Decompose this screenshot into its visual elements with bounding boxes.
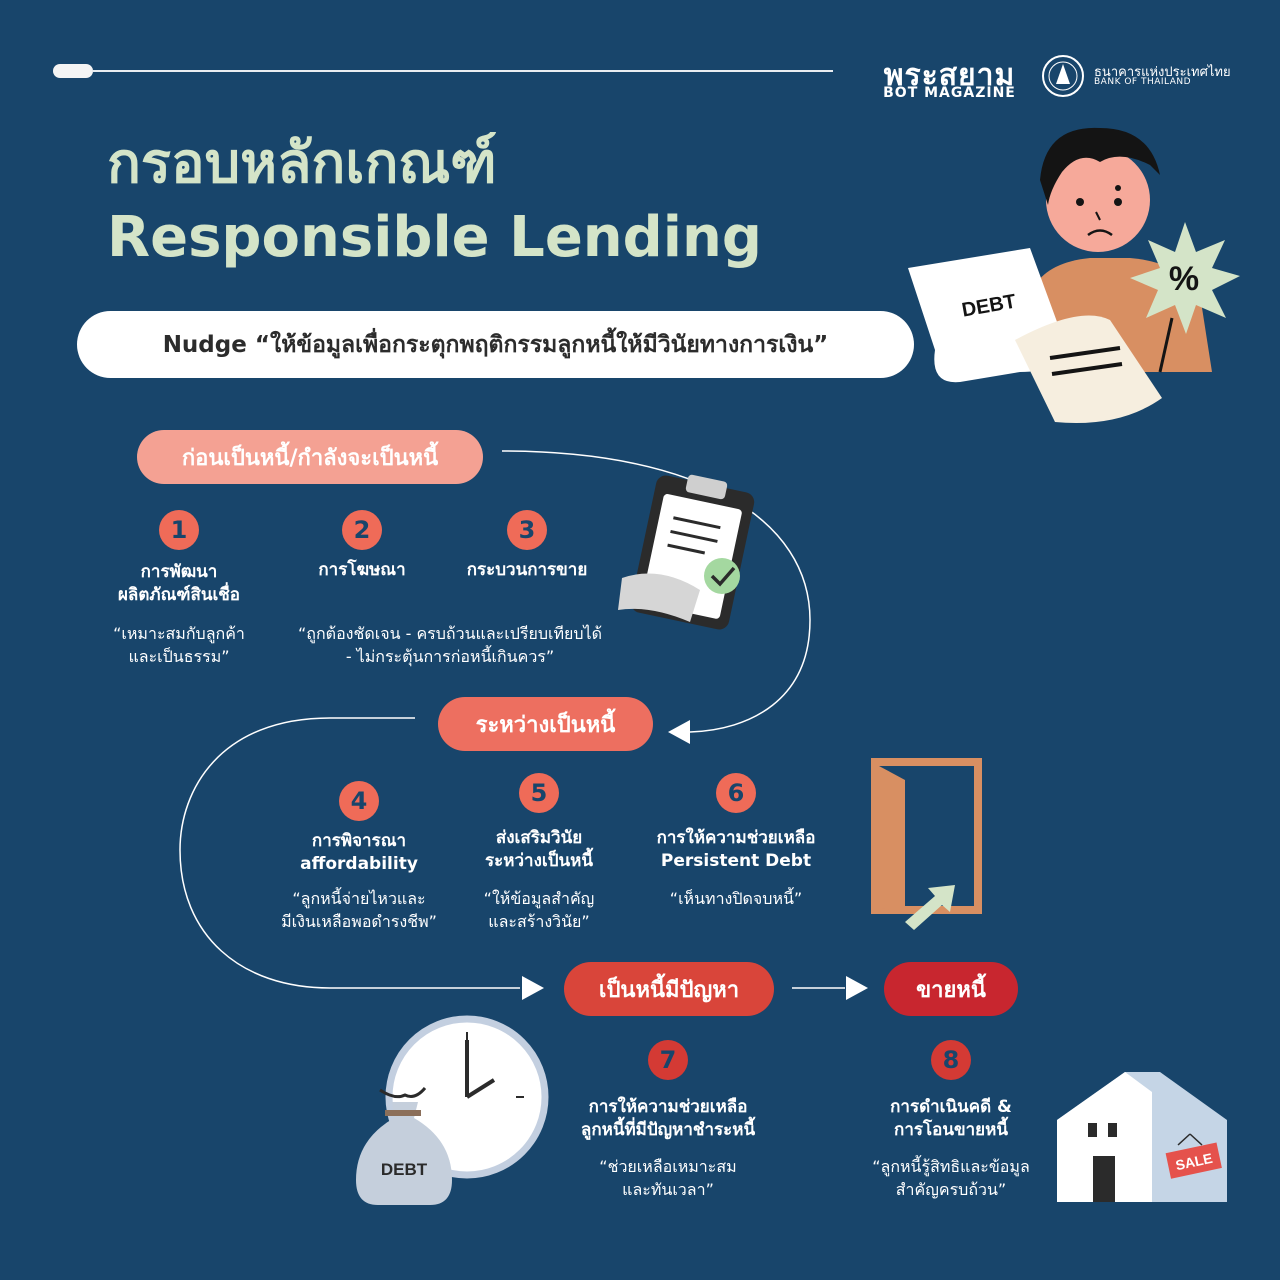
phase-problem-debt: เป็นหนี้มีปัญหา [564,962,774,1016]
step-1-title-line1: การพัฒนา [140,562,218,582]
arrow-head-problem [522,976,544,1000]
step-5-title-line2: ระหว่างเป็นหนี้ [485,851,593,871]
phase-during-label: ระหว่างเป็นหนี้ [475,712,616,738]
arrow-head-during [668,720,690,744]
connector-during-to-problem [179,717,520,989]
step-8-title-line2: การโอนขายหนี้ [894,1120,1008,1140]
step-5-title: ส่งเสริมวินัย ระหว่างเป็นหนี้ [414,827,664,873]
connector-before-to-during [501,450,811,733]
step-1-title: การพัฒนา ผลิตภัณฑ์สินเชื่อ [54,561,304,607]
page-title-thai: กรอบหลักเกณฑ์ [107,131,497,196]
step-7-title-line2: ลูกหนี้ที่มีปัญหาชำระหนี้ [580,1120,756,1140]
steps-2-3-description: “ถูกต้องชัดเจน - ครบถ้วนและเปรียบเทียบได… [260,622,640,668]
step-4-description: “ลูกหนี้จ่ายไหวและ มีเงินเหลือพอดำรงชีพ” [234,887,484,933]
step-3-number: 3 [507,510,547,550]
steps-2-3-desc-line1: “ถูกต้องชัดเจน - ครบถ้วนและเปรียบเทียบได… [298,624,602,643]
step-7-desc-line2: และทันเวลา” [622,1180,714,1199]
page-title-english: Responsible Lending [107,205,762,270]
step-6-title-line2: Persistent Debt [660,851,812,871]
phase-during-debt: ระหว่างเป็นหนี้ [438,697,653,751]
step-6-title: การให้ความช่วยเหลือ Persistent Debt [611,827,861,873]
step-8-number: 8 [931,1040,971,1080]
step-7-description: “ช่วยเหลือเหมาะสม และทันเวลา” [543,1155,793,1201]
step-5-desc-line1: “ให้ข้อมูลสำคัญ [483,889,595,908]
step-6-number: 6 [716,773,756,813]
phase-before-label: ก่อนเป็นหนี้/กำลังจะเป็นหนี้ [181,445,439,471]
header-divider [93,70,833,72]
step-6-description: “เห็นทางปิดจบหนี้” [611,887,861,910]
step-4-title-line2: affordability [300,854,418,874]
brand-name-english: BOT MAGAZINE [883,85,1016,101]
step-8-title: การดำเนินคดี & การโอนขายหนี้ [826,1096,1076,1142]
header-pill [53,64,93,78]
step-7-number: 7 [648,1040,688,1080]
phase-problem-label: เป็นหนี้มีปัญหา [598,977,740,1003]
step-5-title-line1: ส่งเสริมวินัย [495,828,583,848]
step-6-title-line1: การให้ความช่วยเหลือ [656,828,816,848]
step-1-description: “เหมาะสมกับลูกค้า และเป็นธรรม” [54,622,304,668]
step-5-number: 5 [519,773,559,813]
step-1-desc-line2: และเป็นธรรม” [128,647,230,666]
subtitle-text: Nudge “ให้ข้อมูลเพื่อกระตุกพฤติกรรมลูกหน… [162,331,829,358]
bot-name-english: BANK OF THAILAND [1094,77,1192,87]
step-3-title: กระบวนการขาย [466,560,588,580]
step-2-title: การโฆษณา [318,560,406,580]
bot-name-thai: ธนาคารแห่งประเทศไทย [1094,65,1231,80]
step-7-title: การให้ความช่วยเหลือ ลูกหนี้ที่มีปัญหาชำร… [538,1096,798,1142]
step-2-number: 2 [342,510,382,550]
step-6-desc-line1: “เห็นทางปิดจบหนี้” [669,889,803,908]
step-7-title-line1: การให้ความช่วยเหลือ [588,1097,748,1117]
step-4-number: 4 [339,781,379,821]
step-8-desc-line2: สำคัญครบถ้วน” [895,1180,1007,1199]
phase-sale-label: ขายหนี้ [916,977,986,1003]
step-8-desc-line1: “ลูกหนี้รู้สิทธิและข้อมูล [872,1157,1030,1176]
step-1-desc-line1: “เหมาะสมกับลูกค้า [113,624,245,643]
step-8-title-line1: การดำเนินคดี & [890,1097,1012,1117]
step-5-description: “ให้ข้อมูลสำคัญ และสร้างวินัย” [414,887,664,933]
step-4-desc-line1: “ลูกหนี้จ่ายไหวและ [292,889,426,908]
step-7-desc-line1: “ช่วยเหลือเหมาะสม [599,1157,737,1176]
phase-debt-sale: ขายหนี้ [884,962,1018,1016]
step-8-description: “ลูกหนี้รู้สิทธิและข้อมูล สำคัญครบถ้วน” [826,1155,1076,1201]
steps-2-3-desc-line2: - ไม่กระตุ้นการก่อหนี้เกินควร” [345,647,555,666]
subtitle-banner: Nudge “ให้ข้อมูลเพื่อกระตุกพฤติกรรมลูกหน… [77,311,914,378]
brand-name-thai: พระสยาม [883,58,1016,93]
step-1-number: 1 [159,510,199,550]
step-4-title: การพิจารณา affordability [234,830,484,876]
step-5-desc-line2: และสร้างวินัย” [488,912,590,931]
arrow-head-sale [846,976,868,1000]
step-4-desc-line2: มีเงินเหลือพอดำรงชีพ” [281,912,437,931]
step-1-title-line2: ผลิตภัณฑ์สินเชื่อ [117,585,241,605]
phase-before-debt: ก่อนเป็นหนี้/กำลังจะเป็นหนี้ [137,430,483,484]
step-4-title-line1: การพิจารณา [311,831,407,851]
